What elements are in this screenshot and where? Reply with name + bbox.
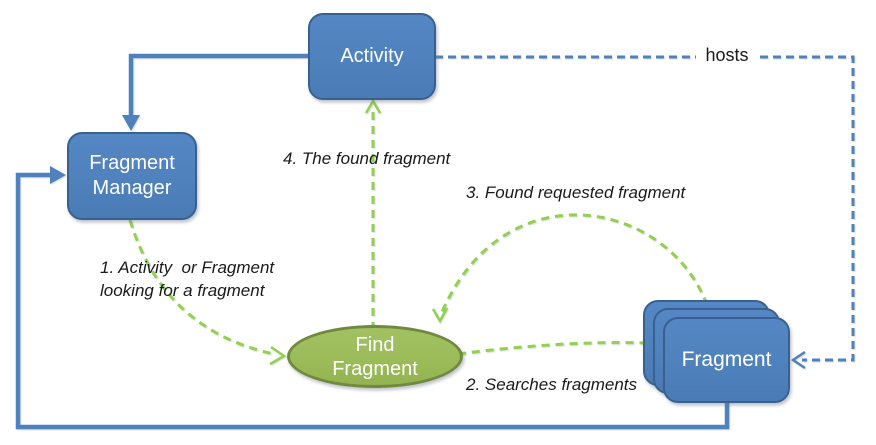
edge-label-step4: 4. The found fragment — [283, 149, 451, 168]
edge-step1-fragmentmanager-to-findfragment — [128, 219, 275, 356]
node-fragment-manager-label: Fragment Manager — [89, 152, 175, 199]
edge-label-hosts: hosts — [696, 43, 758, 68]
edge-fragment-to-fragmentmanager — [15, 172, 730, 430]
arrowhead-step1 — [269, 345, 287, 366]
edge-step3-fragment-to-findfragment — [440, 213, 709, 313]
edge-label-step1: 1. Activity or Fragment looking for a fra… — [100, 257, 274, 303]
edge-label-step3: 3. Found requested fragment — [466, 183, 686, 202]
node-fragment-manager: Fragment Manager — [67, 132, 197, 220]
arrowhead-step4 — [364, 98, 382, 114]
node-activity: Activity — [308, 13, 436, 100]
node-fragment: Fragment — [663, 317, 790, 403]
arrowhead-step3 — [431, 307, 449, 324]
node-find-fragment-label: Find Fragment — [332, 333, 418, 380]
node-find-fragment: Find Fragment — [287, 325, 463, 388]
node-fragment-label: Fragment — [681, 348, 772, 371]
arrowhead-into-fragment-right — [790, 350, 806, 370]
edge-label-step1-line1: 1. Activity or Fragment — [100, 258, 275, 277]
edge-label-step1-line2: looking for a fragment — [100, 280, 265, 300]
edge-label-step2: 2. Searches fragments — [466, 375, 638, 394]
arrowhead-into-fragmentmanager-left — [50, 166, 66, 184]
node-activity-label: Activity — [340, 45, 404, 67]
arrowhead-into-fragmentmanager-top — [122, 115, 140, 131]
edge-activity-to-fragmentmanager — [128, 53, 310, 116]
edge-step2-findfragment-to-fragment — [457, 341, 649, 356]
edge-activity-hosts-fragment — [435, 55, 855, 362]
